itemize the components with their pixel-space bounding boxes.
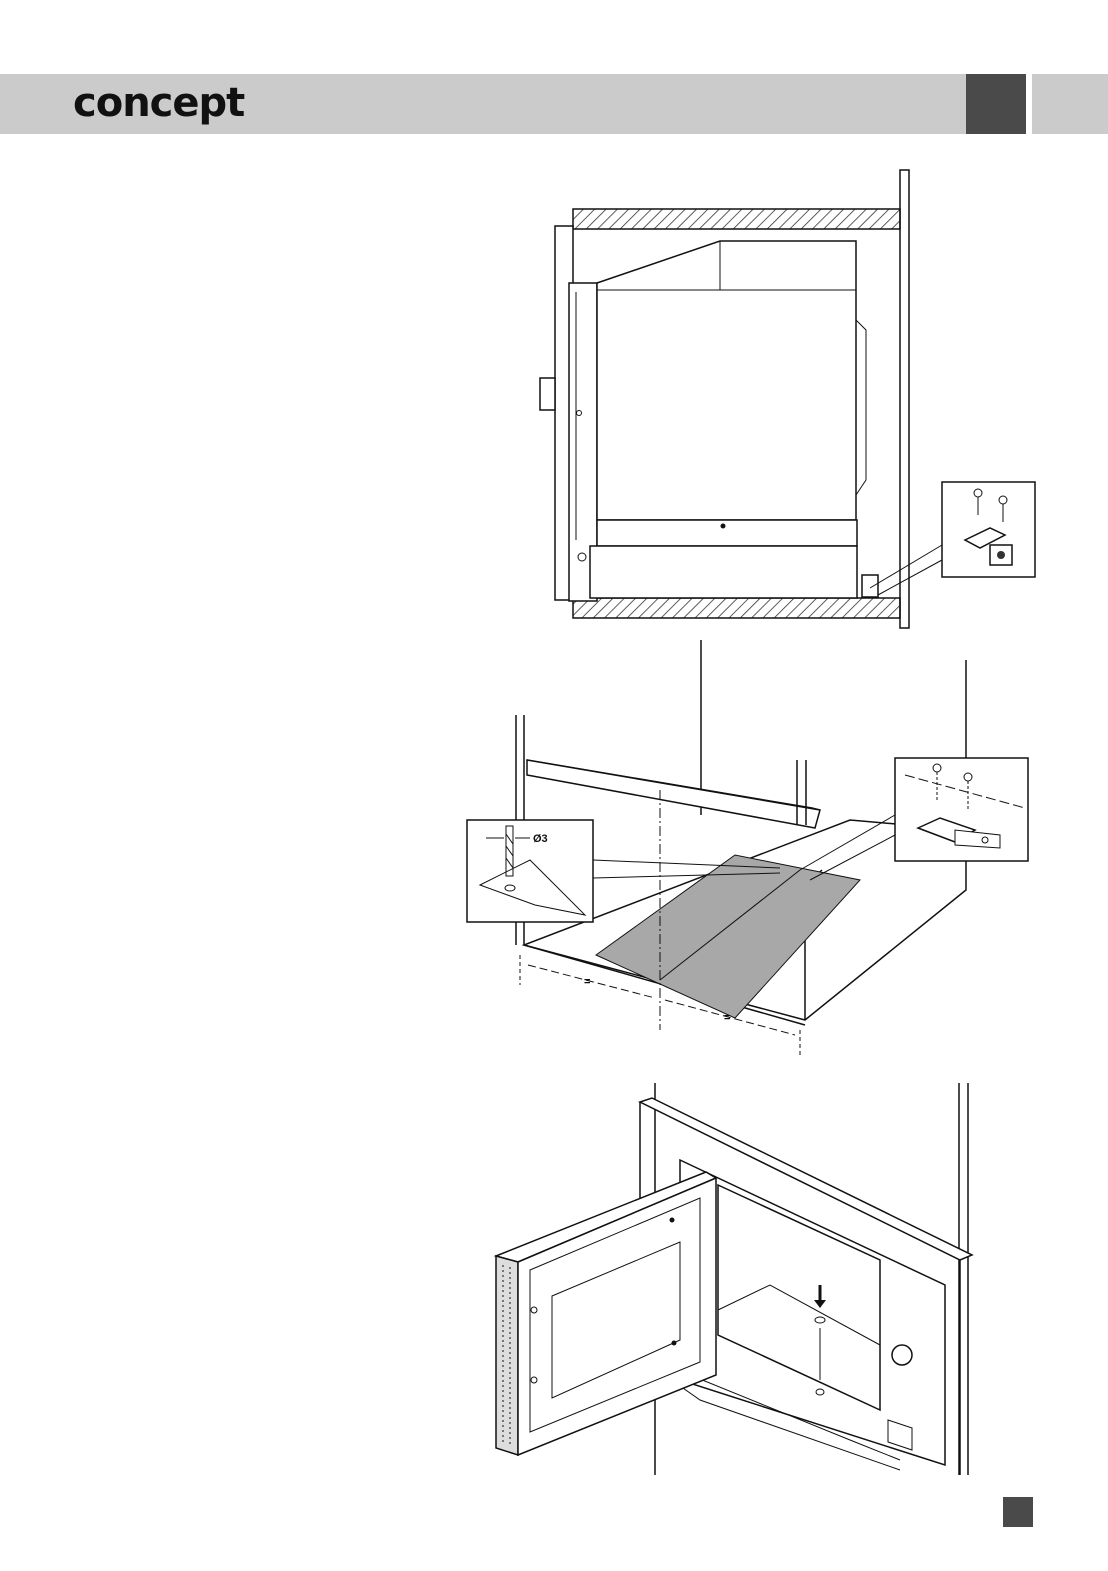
brand-logo: concept bbox=[73, 74, 244, 134]
drill-diameter-label: Ø3 bbox=[533, 833, 548, 845]
page-marker bbox=[1003, 1497, 1033, 1527]
microwave-mounting-figure bbox=[490, 1080, 980, 1480]
header-end-block bbox=[1032, 74, 1108, 134]
header-accent-block bbox=[966, 74, 1026, 134]
equal-mark-left: = bbox=[584, 976, 590, 988]
equal-mark-right: = bbox=[724, 1012, 730, 1024]
cabinet-side-section-figure bbox=[530, 168, 1040, 633]
cabinet-floor-figure: = = Ø3 bbox=[462, 636, 1042, 1061]
cabinet-floor-icon: = = Ø3 bbox=[462, 636, 1042, 1061]
microwave-door-open-icon bbox=[490, 1080, 980, 1480]
cabinet-side-section-icon bbox=[530, 168, 1040, 633]
